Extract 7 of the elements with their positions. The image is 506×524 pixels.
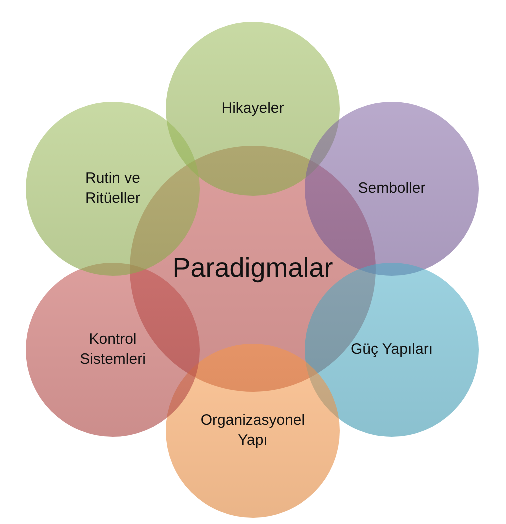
- circle-label: Rutin ve Ritüeller: [84, 169, 142, 209]
- circle-label: Kontrol Sistemleri: [79, 330, 147, 370]
- circle-label: Güç Yapıları: [351, 340, 433, 360]
- circle-label: Hikayeler: [222, 99, 284, 119]
- circle-label: Organizasyonel Yapı: [200, 411, 306, 451]
- circle-label: Paradigmalar: [172, 252, 334, 286]
- circle-label: Semboller: [358, 179, 426, 199]
